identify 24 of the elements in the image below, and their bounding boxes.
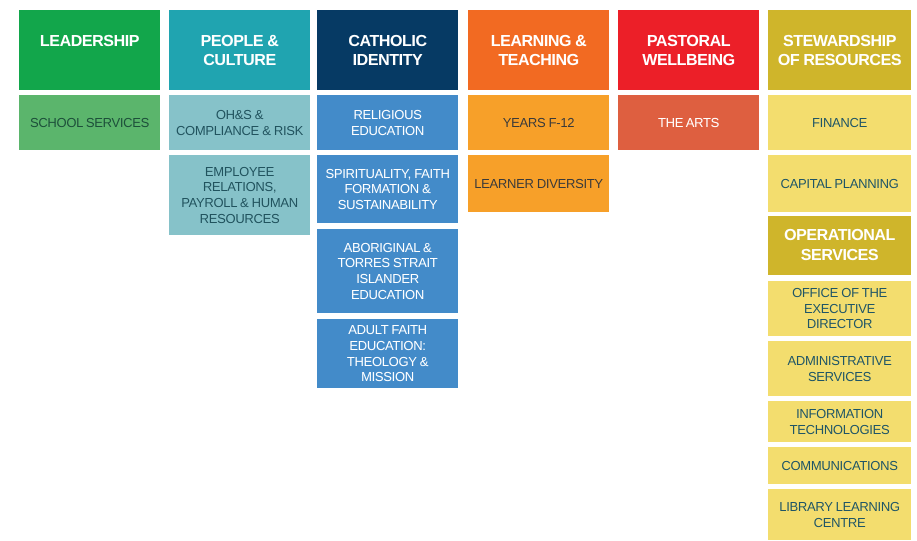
unit-tile: SPIRITUALITY, FAITH FORMATION & SUSTAINABILITY <box>317 155 458 223</box>
unit-tile: LIBRARY LEARNING CENTRE <box>768 489 911 540</box>
category-header: STEWARDSHIP OF RESOURCES <box>768 10 911 90</box>
unit-tile: FINANCE <box>768 95 911 150</box>
category-header: PEOPLE & CULTURE <box>169 10 310 90</box>
unit-tile: SCHOOL SERVICES <box>19 95 160 150</box>
unit-tile: INFORMATION TECHNOLOGIES <box>768 401 911 442</box>
unit-tile: RELIGIOUS EDUCATION <box>317 95 458 150</box>
unit-tile: LEARNER DIVERSITY <box>468 155 609 212</box>
unit-tile: OFFICE OF THE EXECUTIVE DIRECTOR <box>768 281 911 336</box>
category-header: LEARNING & TEACHING <box>468 10 609 90</box>
unit-tile: ABORIGINAL & TORRES STRAIT ISLANDER EDUCATION <box>317 229 458 313</box>
category-header: LEADERSHIP <box>19 10 160 90</box>
unit-tile: YEARS F-12 <box>468 95 609 150</box>
unit-tile: ADULT FAITH EDUCATION: THEOLOGY & MISSION <box>317 319 458 388</box>
unit-tile: CAPITAL PLANNING <box>768 155 911 212</box>
category-header: OPERATIONAL SERVICES <box>768 216 911 275</box>
unit-tile: COMMUNICATIONS <box>768 447 911 484</box>
category-header: CATHOLIC IDENTITY <box>317 10 458 90</box>
unit-tile: THE ARTS <box>618 95 759 150</box>
unit-tile: OH&S & COMPLIANCE & RISK <box>169 95 310 150</box>
unit-tile: ADMINISTRATIVE SERVICES <box>768 341 911 396</box>
category-header: PASTORAL WELLBEING <box>618 10 759 90</box>
unit-tile: EMPLOYEE RELATIONS, PAYROLL & HUMAN RESOURCES <box>169 155 310 235</box>
